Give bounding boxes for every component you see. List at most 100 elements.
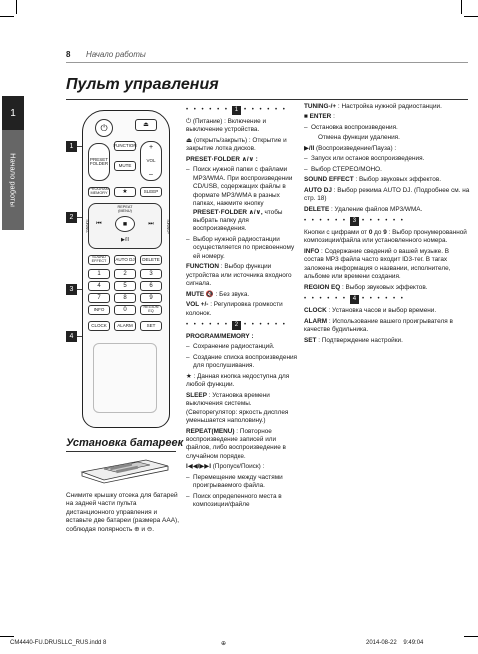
sound-effect-button: SOUND EFFECT [88,255,110,265]
skip-icon: I◀◀/▶▶I [186,463,211,471]
function-button: FUNCTION [113,141,137,151]
preset-folder-button: PRESET FOLDER [88,143,110,181]
running-header: Начало работы [86,50,146,59]
digit-3-button: 3 [140,269,162,279]
enter-item-sub: Отмена функции удаления. [318,134,400,142]
battery-instructions: Снимите крышку отсека для батарей на зад… [66,492,180,533]
skip-item: Перемещение между частями проигрываемого… [186,474,298,491]
digit-0-button: 0 [114,305,136,315]
crop-mark [0,16,14,17]
registration-mark-icon: ⊕ [221,641,227,647]
enter-heading: ■ ENTER : [304,113,335,121]
section-number: 3 [349,216,359,226]
eject-button: ⏏ [135,119,157,131]
description-column-2: TUNING-/+ : Настройка нужной радиостанци… [304,103,470,347]
skip-item: Поиск определенного места в композиции/ф… [186,493,298,510]
volume-rocker: + VOL – [140,141,162,181]
stop-enter-button: ■ [115,216,135,232]
set-button: SET [140,321,162,331]
section-header: • • • • • • 4 • • • • • • [304,295,470,305]
preset-folder-heading: PRESET·FOLDER ∧/∨ : [186,155,258,163]
program-memory-item: Создание списка воспроизведения для прос… [186,354,298,371]
digit-2-button: 2 [114,269,136,279]
digit-9-button: 9 [140,293,162,303]
repeat-description: REPEAT(MENU) : Повторное воспроизведение… [186,427,286,460]
remote-section-marker: 1 [66,141,77,152]
eject-description: ⏏ (открыть/закрыть) : Открытие и закрыти… [186,136,287,153]
chapter-label: Начало работы [8,153,18,207]
skip-description: I◀◀/▶▶I (Пропуск/Поиск) : [186,463,265,471]
digit-5-button: 5 [114,281,136,291]
play-pause-item: Запуск или останов воспроизведения. [304,155,470,164]
digit-8-button: 8 [114,293,136,303]
volume-label: VOL [146,157,156,163]
star-description: ★ : Данная кнопка недоступна для любой ф… [186,372,290,389]
auto-dj-description: AUTO DJ : Выбор режима AUTO DJ. (Подробн… [304,186,470,203]
page-title: Пульт управления [66,76,219,93]
crop-mark [16,0,17,14]
chapter-tab: 1 Начало работы [2,96,24,230]
volume-minus-label: – [149,171,153,178]
section-header: • • • • • • 1 • • • • • • [186,106,298,115]
info-description: INFO : Содержание сведений о вашей музык… [304,247,451,281]
alarm-button: ALARM [114,321,136,331]
volume-description: VOL +/- : Регулировка громкости колонок. [186,301,283,317]
sleep-button: SLEEP [140,187,162,197]
description-column-1: • • • • • • 1 • • • • • • ⏻ (Питание) : … [186,103,298,512]
section-header: • • • • • • 3 • • • • • • [304,216,470,226]
footer-timestamp: 2014-08-22 9:49:04 [366,640,424,646]
section-header: • • • • • • 2 • • • • • • [186,320,298,330]
power-button: ⏻ [95,119,113,137]
sleep-description: SLEEP : Установка времени выключения сис… [186,391,289,425]
battery-divider [66,451,176,452]
power-description: ⏻ (Питание) : Включение и выключение уст… [186,118,267,134]
program-memory-button: PROGRAM MEMORY [88,187,110,197]
crop-mark [461,0,462,14]
battery-illustration [80,459,169,484]
play-pause-button: ▶/II [120,236,129,243]
mute-description: MUTE 🔇 : Без звука. [186,290,250,298]
section-number: 1 [231,106,241,115]
next-button: ⏭ [148,221,154,227]
crop-mark [464,16,478,17]
sound-effect-description: SOUND EFFECT : Выбор звуковых эффектов. [304,176,441,184]
play-pause-heading: ▶/II (Воспроизведение/Пауза) : [304,144,397,152]
tuning-minus-label: TUNING- [85,219,89,234]
digit-7-button: 7 [88,293,110,303]
crop-mark [464,636,478,637]
header-divider [66,62,468,63]
remote-section-marker: 4 [66,331,77,342]
digit-4-button: 4 [88,281,110,291]
clock-button: CLOCK [88,321,110,331]
clock-description: CLOCK : Установка часов и выбор времени. [304,307,437,315]
enter-item: Остановка воспроизведения. [304,124,470,133]
preset-folder-item: Выбор нужной радиостанции осуществляется… [186,236,298,261]
preset-folder-item: Поиск нужной папки с файлами MP3/WMA. Пр… [186,166,298,234]
digit-1-button: 1 [88,269,110,279]
eject-icon: ⏏ [186,136,193,144]
section-number: 2 [231,320,241,330]
crop-mark [0,636,14,637]
set-description: SET : Подтверждение настройки. [304,336,403,344]
tuning-description: TUNING-/+ : Настройка нужной радиостанци… [304,103,442,110]
digits-description: Кнопки с цифрами от 0 до 9 : Выбор прону… [304,228,467,245]
power-icon: ⏻ [186,118,192,125]
remote-lower-body [93,343,157,413]
title-divider [66,99,468,100]
auto-dj-button: AUTO DJ [114,255,136,265]
prev-button: ⏮ [96,221,102,227]
volume-plus-label: + [148,144,154,151]
star-button: ★ [114,187,136,197]
region-eq-button: REGION EQ [140,305,162,315]
region-eq-description: REGION EQ : Выбор звуковых эффектов. [304,283,428,291]
battery-section-title: Установка батареек [66,437,184,449]
chapter-number: 1 [2,96,24,130]
info-button: INFO [88,305,110,315]
repeat-button: REPEAT (MENU) [117,205,133,213]
function-description: FUNCTION : Выбор функции устройства или … [186,263,292,288]
program-memory-item: Сохранение радиостанций. [186,343,298,352]
delete-button: DELETE [140,255,162,265]
mute-button: MUTE [114,161,136,171]
alarm-description: ALARM : Использование вашего проигрывате… [304,317,453,334]
remote-control-illustration: ⏻ ⏏ PRESET FOLDER FUNCTION MUTE + VOL – … [82,110,170,428]
